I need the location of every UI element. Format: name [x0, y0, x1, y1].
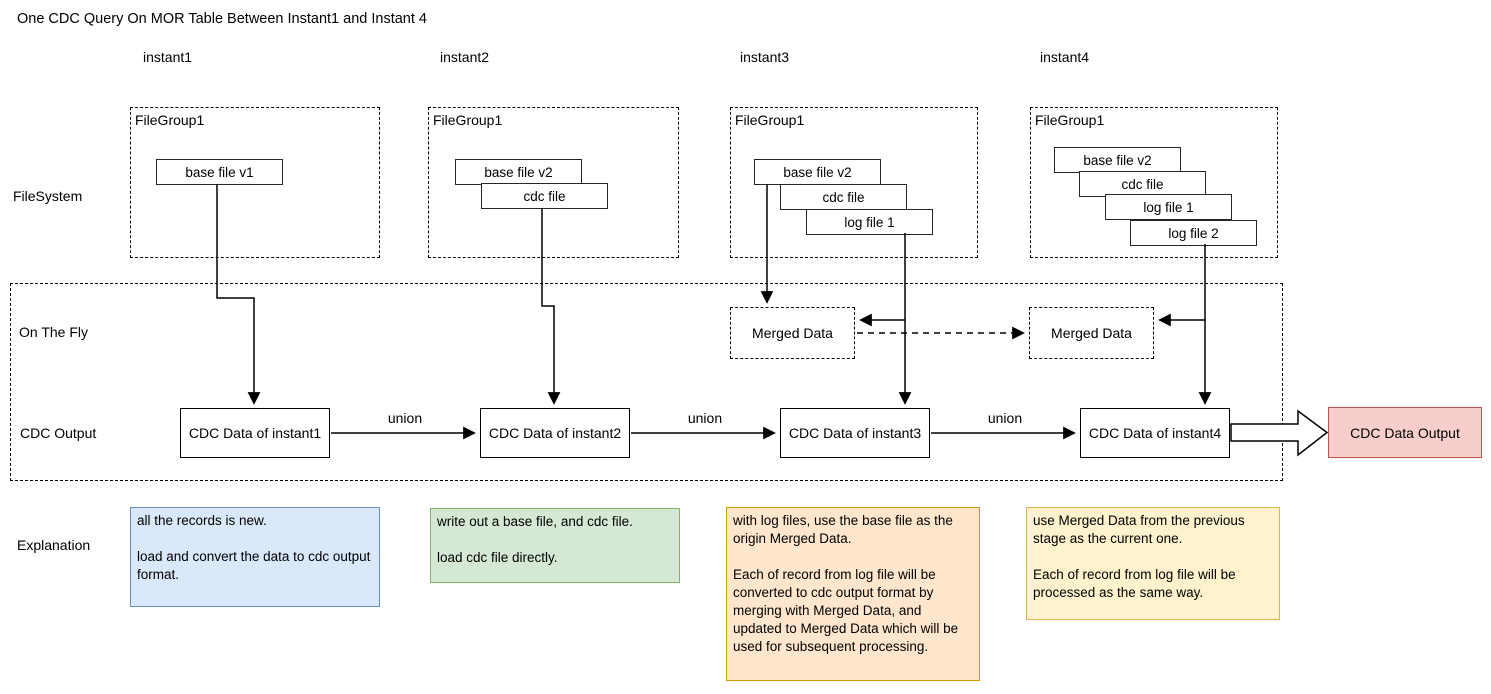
cdc-data-box-instant2: CDC Data of instant2	[480, 408, 630, 458]
on-the-fly-cdc-output-region	[10, 283, 1283, 481]
file-box-log1: log file 1	[1105, 194, 1232, 220]
file-box-log2: log file 2	[1130, 220, 1257, 246]
merged-data-box-instant3: Merged Data	[730, 307, 855, 359]
file-box-base-v2: base file v2	[1054, 147, 1181, 173]
cdc-data-box-instant1: CDC Data of instant1	[180, 408, 330, 458]
row-label-cdc-output: CDC Output	[20, 425, 97, 441]
row-label-on-the-fly: On The Fly	[19, 324, 88, 340]
row-label-filesystem: FileSystem	[13, 188, 83, 204]
file-box-base-v1: base file v1	[156, 159, 283, 185]
filegroup-label: FileGroup1	[433, 112, 503, 128]
filegroup-box-instant4: FileGroup1 base file v2 cdc file log fil…	[1030, 107, 1278, 258]
union-label-2: union	[687, 410, 723, 426]
filegroup-label: FileGroup1	[735, 112, 805, 128]
row-label-explanation: Explanation	[17, 537, 91, 553]
filegroup-box-instant3: FileGroup1 base file v2 cdc file log fil…	[730, 107, 978, 258]
union-label-1: union	[387, 410, 423, 426]
column-header-instant1: instant1	[143, 49, 193, 65]
file-box-cdc: cdc file	[481, 183, 608, 209]
explanation-box-instant4: use Merged Data from the previous stage …	[1026, 507, 1280, 620]
column-header-instant2: instant2	[440, 49, 490, 65]
cdc-data-box-instant3: CDC Data of instant3	[780, 408, 930, 458]
explanation-box-instant2: write out a base file, and cdc file. loa…	[430, 508, 680, 583]
column-header-instant3: instant3	[740, 49, 790, 65]
file-box-base-v2: base file v2	[455, 159, 582, 185]
filegroup-label: FileGroup1	[1035, 112, 1105, 128]
merged-data-box-instant4: Merged Data	[1029, 307, 1154, 359]
explanation-box-instant1: all the records is new. load and convert…	[130, 507, 380, 607]
union-label-3: union	[987, 410, 1023, 426]
file-box-cdc: cdc file	[1079, 171, 1206, 197]
file-box-cdc: cdc file	[780, 184, 907, 210]
cdc-data-output-box: CDC Data Output	[1328, 407, 1482, 458]
file-box-base-v2: base file v2	[754, 159, 881, 185]
filegroup-label: FileGroup1	[135, 112, 205, 128]
file-box-log1: log file 1	[806, 209, 933, 235]
explanation-box-instant3: with log files, use the base file as the…	[726, 507, 980, 681]
filegroup-box-instant1: FileGroup1 base file v1	[130, 107, 380, 258]
filegroup-box-instant2: FileGroup1 base file v2 cdc file	[428, 107, 679, 258]
cdc-data-box-instant4: CDC Data of instant4	[1080, 408, 1230, 458]
page-title: One CDC Query On MOR Table Between Insta…	[17, 11, 427, 27]
column-header-instant4: instant4	[1040, 49, 1090, 65]
